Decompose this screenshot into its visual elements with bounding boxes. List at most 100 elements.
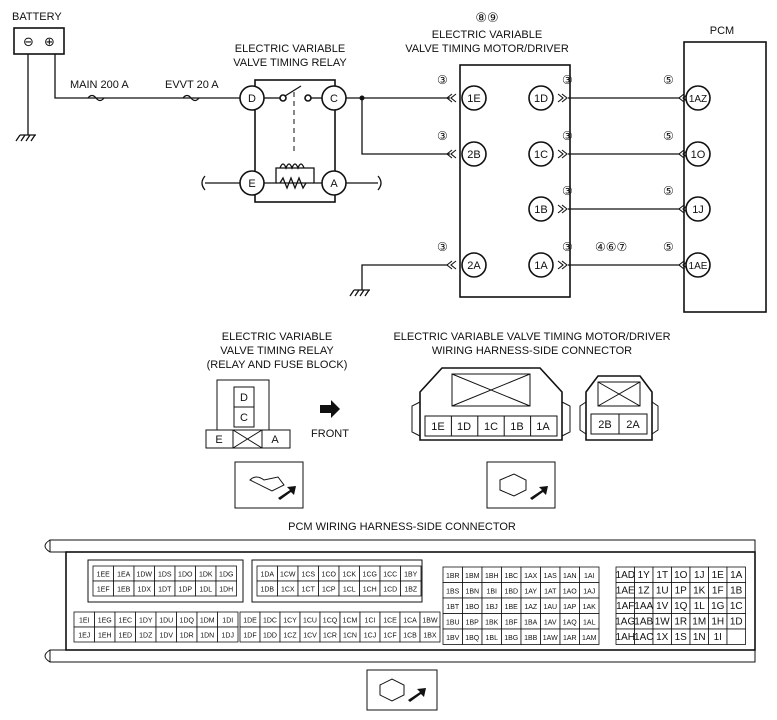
pcm-pin-label: 1EF bbox=[97, 587, 110, 594]
pcm-pin-label: 1CF bbox=[383, 633, 396, 640]
pcm-pin-label: 1DM bbox=[200, 618, 215, 625]
battery-label: BATTERY bbox=[12, 11, 62, 23]
svg-text:1A: 1A bbox=[534, 260, 548, 272]
relay-conn-title-1: ELECTRIC VARIABLE bbox=[222, 331, 332, 343]
pcm-pin-label: 1DT bbox=[158, 587, 172, 594]
svg-text:1AE: 1AE bbox=[689, 261, 708, 272]
evvt-fuse-icon bbox=[182, 94, 200, 102]
pcm-pin-label: 1CL bbox=[343, 587, 356, 594]
pcm-pin-label: 1AH bbox=[616, 632, 635, 643]
pcm-pin-label: 1AS bbox=[544, 573, 558, 580]
relay-resistor bbox=[279, 176, 307, 190]
pcm-pin-label: 1BB bbox=[524, 635, 538, 642]
svg-text:2A: 2A bbox=[626, 419, 640, 431]
pcm-pin-label: 1AO bbox=[563, 588, 578, 595]
svg-text:1J: 1J bbox=[692, 204, 704, 216]
battery bbox=[13, 27, 65, 55]
pcm-pin-label: 1V bbox=[656, 601, 669, 612]
pcm-pin-label: 1AV bbox=[544, 619, 557, 626]
motor-small-connector: 2B 2A bbox=[579, 375, 659, 441]
svg-text:2A: 2A bbox=[467, 260, 481, 272]
pcm-pin-1ae: 1AE bbox=[678, 252, 711, 278]
pcm-pin-label: 1DU bbox=[159, 618, 173, 625]
pcm-pin-label: 1L bbox=[694, 601, 706, 612]
pcm-pin-label: 1E bbox=[712, 570, 725, 581]
pcm-pin-label: 1BV bbox=[446, 635, 460, 642]
svg-text:1B: 1B bbox=[534, 204, 547, 216]
pcm-pin-label: 1CM bbox=[343, 618, 358, 625]
pcm-pin-label: 1DH bbox=[219, 587, 233, 594]
pcm-pin-label: 1BL bbox=[486, 635, 499, 642]
motor-pin-2a: 2A bbox=[446, 252, 487, 278]
pcm-pin-label: 1AY bbox=[524, 588, 537, 595]
pcm-pin-label: 1O bbox=[674, 570, 688, 581]
pcm-pin-label: 1EA bbox=[117, 572, 131, 579]
pcm-pin-label: 1BI bbox=[486, 588, 497, 595]
pcm-pin-label: 1BP bbox=[466, 619, 480, 626]
pcm-pin-label: 1G bbox=[711, 601, 725, 612]
motor-pin-1b: 1B bbox=[528, 196, 568, 222]
svg-text:1E: 1E bbox=[467, 93, 480, 105]
pcm-pin-label: 1CJ bbox=[364, 633, 376, 640]
pcm-pin-label: 1DF bbox=[243, 633, 256, 640]
pcm-pin-label: 1AB bbox=[634, 616, 653, 627]
pcm-pin-label: 1EG bbox=[98, 618, 112, 625]
motor-pin-1a: 1A bbox=[528, 252, 568, 278]
pcm-pin-label: 1DG bbox=[219, 572, 233, 579]
note-3: ③ bbox=[562, 73, 573, 87]
evvt-fuse-label: EVVT 20 A bbox=[165, 79, 219, 91]
svg-text:1C: 1C bbox=[534, 149, 548, 161]
pcm-pin-label: 1N bbox=[693, 632, 706, 643]
pcm-pin-label: 1EE bbox=[97, 572, 111, 579]
pcm-pin-label: 1CT bbox=[302, 587, 316, 594]
pcm-pin-1o: 1O bbox=[678, 141, 711, 167]
pcm-pin-label: 1CB bbox=[403, 633, 417, 640]
relay-coil bbox=[279, 163, 305, 170]
pcm-pin-label: 1AN bbox=[563, 573, 577, 580]
note-3: ③ bbox=[562, 240, 573, 254]
front-label: FRONT bbox=[311, 428, 349, 440]
motor-title-2: VALVE TIMING MOTOR/DRIVER bbox=[405, 43, 569, 55]
svg-text:D: D bbox=[240, 392, 248, 404]
pcm-pin-label: 1AX bbox=[524, 573, 538, 580]
pcm-pin-label: 1DB bbox=[260, 587, 274, 594]
pcm-pin-label: 1CQ bbox=[323, 618, 338, 625]
pcm-pin-label: 1DD bbox=[263, 633, 277, 640]
pcm-pin-label: 1BW bbox=[422, 618, 438, 625]
svg-text:1A: 1A bbox=[536, 421, 550, 433]
relay-conn-title-3: (RELAY AND FUSE BLOCK) bbox=[207, 359, 348, 371]
pcm-pin-label: 1CZ bbox=[283, 633, 297, 640]
pcm-pin-label: 1CU bbox=[303, 618, 317, 625]
pcm-pin-label: 1CA bbox=[403, 618, 417, 625]
motor-pin-2b: 2B bbox=[446, 141, 487, 167]
motor-title-1: ELECTRIC VARIABLE bbox=[432, 29, 542, 41]
pcm-pin-label: 1DO bbox=[178, 572, 193, 579]
pcm-pin-label: 1CD bbox=[383, 587, 397, 594]
pcm-pin-label: 1Z bbox=[638, 585, 650, 596]
note-5: ⑤ bbox=[663, 129, 674, 143]
pcm-pin-label: 1BG bbox=[504, 635, 518, 642]
pcm-pin-label: 1AI bbox=[584, 573, 595, 580]
pcm-pin-label: 1CE bbox=[383, 618, 397, 625]
pcm-pin-label: 1AJ bbox=[583, 588, 595, 595]
pcm-pin-label: 1CP bbox=[322, 587, 336, 594]
svg-text:C: C bbox=[240, 412, 248, 424]
pcm-pin-label: 1CX bbox=[281, 587, 295, 594]
pcm-pin-label: 1CR bbox=[323, 633, 337, 640]
pcm-pin-label: 1CH bbox=[363, 587, 377, 594]
pcm-pin-label: 1T bbox=[656, 570, 668, 581]
relay-terminal-e-label: E bbox=[248, 178, 255, 190]
pcm-pin-label: 1U bbox=[656, 585, 669, 596]
pcm-pin-label: 1DC bbox=[263, 618, 277, 625]
pcm-pin-label: 1DP bbox=[178, 587, 192, 594]
pcm-pin-cell bbox=[215, 580, 237, 597]
pcm-pin-label: 1CG bbox=[363, 572, 377, 579]
pcm-pin-label: 1DY bbox=[139, 618, 153, 625]
relay-switch-blade bbox=[284, 85, 302, 97]
pcm-pin-label: 1BU bbox=[446, 619, 460, 626]
main-fuse-label: MAIN 200 A bbox=[70, 79, 129, 91]
pcm-pin-label: 1AF bbox=[616, 601, 634, 612]
pcm-pin-label: 1CN bbox=[343, 633, 357, 640]
note-4-6-7: ④⑥⑦ bbox=[595, 240, 627, 254]
pcm-pin-label: 1AD bbox=[616, 570, 635, 581]
